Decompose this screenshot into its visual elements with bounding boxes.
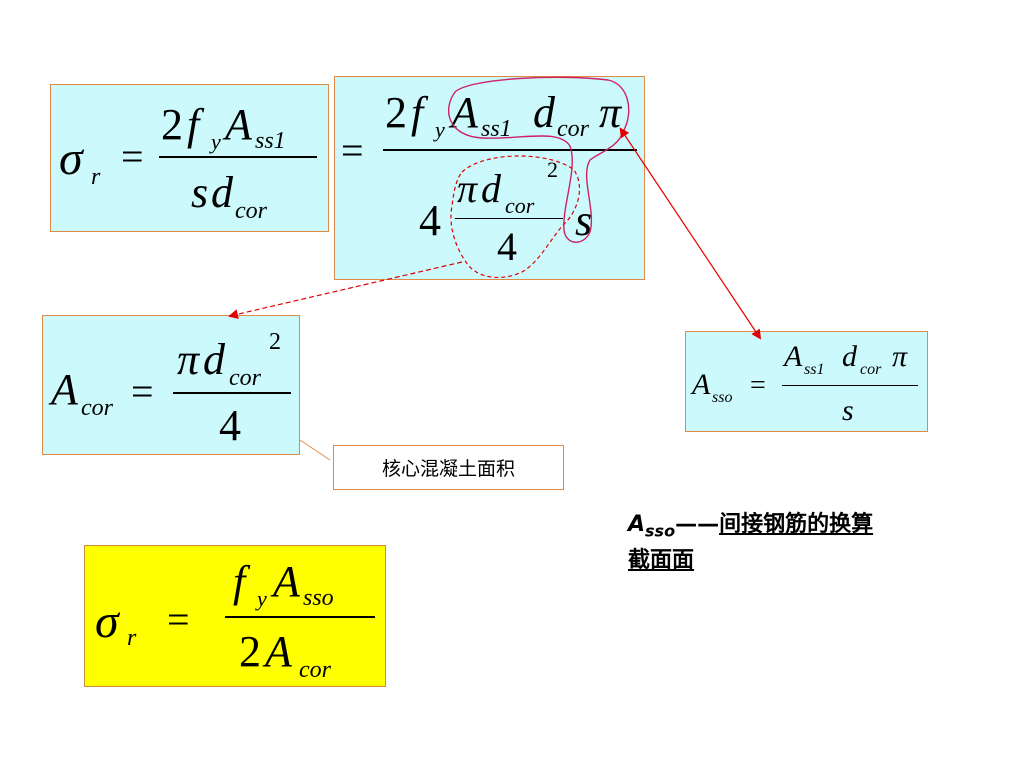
equals-sign: = [131,369,154,414]
numerator-f-subscript: y [435,117,445,142]
numerator-f: f [233,557,246,606]
highlight-dashed-region [450,155,580,279]
denominator-A: A [265,627,292,676]
fraction-bar [159,156,317,158]
denominator-A-subscript: cor [299,657,331,683]
inner-denominator: 4 [497,224,517,269]
numerator-A-subscript: ss1 [481,116,512,142]
sigma-subscript: r [91,164,101,190]
numerator-d: d [203,335,225,384]
numerator-A-subscript: ss1 [255,128,286,154]
fraction-bar [782,385,918,386]
formula-box-core-area: A cor = π d cor 2 4 [42,315,300,455]
numerator-d-subscript: cor [860,361,882,378]
numerator-f: f [187,100,200,149]
equals-sign: = [167,597,190,642]
denominator: 4 [219,401,241,450]
label-leader-line [299,439,331,461]
sigma-symbol: σ [95,595,119,648]
denominator-d: d [481,166,501,211]
denominator-coefficient: 4 [419,196,441,245]
equals-sign: = [750,370,766,401]
lhs-A-subscript: cor [81,395,113,421]
denominator-s: s [575,196,593,245]
formula-box-stress: σ r = 2 f y A ss1 s d cor [50,84,329,232]
note-line-1: Asso——间接钢筋的换算 [628,510,1008,546]
note-dash: —— [675,512,720,537]
sigma-subscript: r [127,625,137,651]
numerator-d-subscript: cor [229,365,261,391]
equals-sign: = [121,134,144,179]
denominator-d-superscript: 2 [547,157,558,182]
numerator-A: A [225,100,252,149]
numerator-coefficient: 2 [385,88,407,137]
denominator-d: d [211,168,233,217]
dashed-arrow-to-core-area [228,261,463,320]
lhs-A: A [51,365,78,414]
numerator-d: d [533,88,555,137]
denominator-pi: π [457,166,478,211]
numerator-f: f [411,88,424,137]
fraction-bar [225,616,375,618]
numerator-d-subscript: cor [557,116,589,142]
numerator-pi: π [599,88,622,137]
numerator-f-subscript: y [257,586,267,611]
fraction-bar [173,392,291,394]
formula-box-converted-area: A sso = A ss1 d cor π s [685,331,928,432]
denominator-d-subscript: cor [505,193,535,218]
numerator-pi: π [177,335,200,384]
arrow-to-converted-area [619,127,762,340]
numerator-superscript: 2 [269,329,281,355]
denominator-d-subscript: cor [235,198,267,224]
denominator-s: s [191,168,209,217]
main-fraction-bar [383,149,637,151]
core-area-label: 核心混凝土面积 [333,445,564,490]
numerator-coefficient: 2 [161,100,183,149]
numerator-A: A [273,557,300,606]
formula-box-final-stress: σ r = f y A sso 2 A cor [84,545,386,687]
note-text-1: 间接钢筋的换算 [719,512,874,537]
numerator-A-subscript: sso [303,585,334,611]
note-line-2: 截面面 [628,546,1008,576]
note-symbol: A [628,512,646,537]
lhs-A: A [692,368,711,401]
note-text-2: 截面面 [628,548,695,574]
numerator-d: d [842,340,857,373]
lhs-A-subscript: sso [712,389,733,406]
equals-sign: = [341,128,364,173]
numerator-A-subscript: ss1 [804,361,825,378]
sigma-symbol: σ [59,132,83,185]
note-converted-area: Asso——间接钢筋的换算 截面面 [628,510,1008,576]
highlight-loop [447,76,630,243]
numerator-f-subscript: y [211,129,221,154]
inner-fraction-bar [455,218,563,219]
formula-box-expanded: = 2 f y A ss1 d cor π 4 π d cor 2 4 s [334,76,645,280]
denominator-coefficient: 2 [239,627,261,676]
numerator-A: A [784,340,803,373]
denominator-s: s [842,394,854,427]
numerator-pi: π [892,340,908,373]
note-symbol-subscript: sso [645,521,676,541]
